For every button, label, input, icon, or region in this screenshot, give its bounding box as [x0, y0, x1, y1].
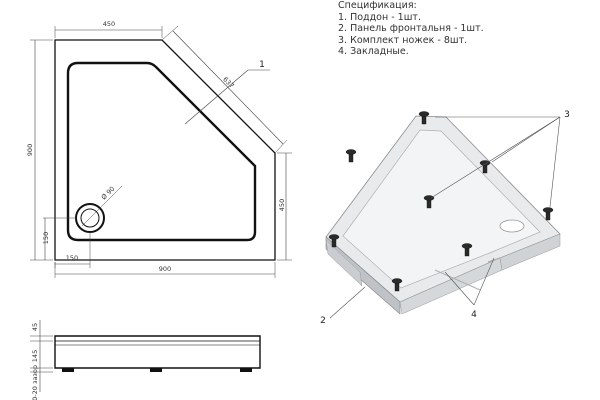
leg — [240, 368, 252, 372]
leg — [150, 368, 162, 372]
iso-tray-basin — [342, 129, 541, 289]
dim-right-label: 450 — [278, 199, 286, 211]
iso-leg — [542, 207, 554, 221]
iso-side-strip — [499, 233, 561, 271]
iso-front-panel-2 — [325, 239, 363, 287]
callout-4: 4 — [471, 310, 477, 320]
callout-1: 1 — [259, 60, 265, 70]
dim-drain-diameter: Ø 90 — [100, 185, 117, 202]
dim-side-145: 145 — [31, 350, 39, 362]
iso-front-panel — [325, 236, 401, 315]
iso-leg — [479, 160, 491, 174]
iso-leg — [423, 195, 435, 209]
iso-rail — [487, 257, 501, 263]
tray-outline-outer — [54, 39, 276, 261]
dim-side-legs: 10-20 зазор — [31, 365, 39, 400]
dim-drain-x-label: 150 — [66, 254, 78, 262]
spec-item-3: 3. Комплект ножек - 8шт. — [338, 34, 468, 46]
dim-bottom-label: 900 — [159, 265, 171, 273]
tray-outline-inner — [66, 61, 257, 242]
spec-item-2: 2. Панель фронтальня - 1шт. — [338, 23, 484, 34]
dim-top-label: 450 — [103, 20, 115, 28]
specification-block: Спецификация: 1. Поддон - 1шт. 2. Панель… — [338, 0, 484, 58]
side-view: 45 145 10-20 зазор — [30, 320, 261, 400]
callout-3: 3 — [564, 110, 570, 120]
spec-title: Спецификация: — [338, 0, 417, 11]
dim-left-label: 900 — [26, 144, 34, 156]
iso-drain — [499, 219, 525, 233]
top-view: 450 637 1 900 150 150 Ø 90 450 — [26, 20, 292, 278]
iso-leg — [461, 243, 473, 257]
iso-view: 3 2 4 — [320, 110, 570, 326]
iso-leg — [391, 278, 403, 292]
leg — [62, 368, 74, 372]
iso-leg — [328, 234, 340, 248]
iso-leg — [345, 149, 357, 163]
spec-item-1: 1. Поддон - 1шт. — [338, 11, 421, 23]
dim-drain-y-label: 150 — [42, 232, 50, 244]
side-tray-body — [54, 335, 261, 369]
iso-leg — [418, 111, 430, 125]
spec-item-4: 4. Закладные. — [338, 46, 409, 57]
callout-2: 2 — [320, 316, 326, 326]
iso-rail — [434, 269, 481, 291]
dim-side-45: 45 — [31, 323, 39, 331]
